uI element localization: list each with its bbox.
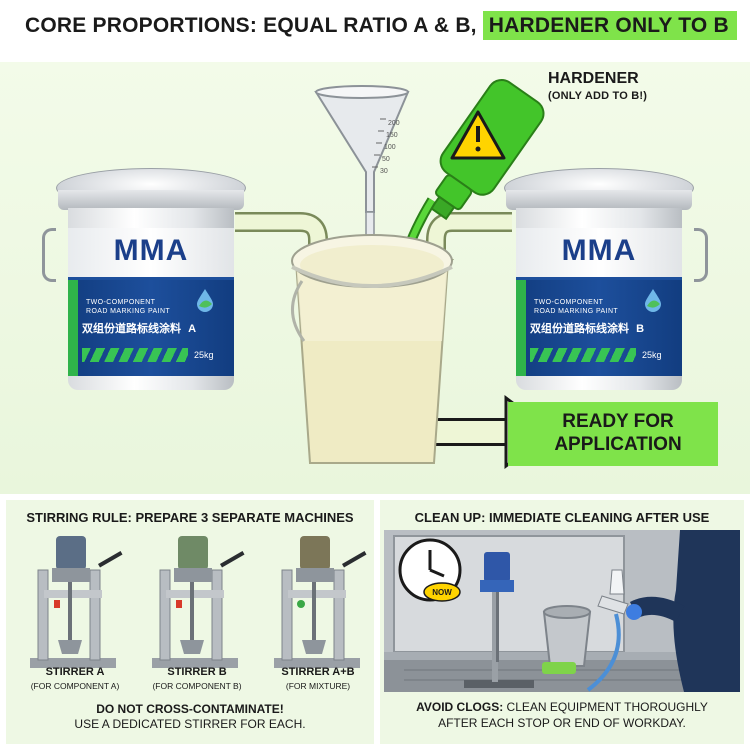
- pail-a-weight: 25kg: [194, 350, 214, 360]
- stirrer-b-name: STIRRER B: [167, 666, 227, 678]
- funnel-scale-150: 150: [386, 132, 398, 139]
- ready-badge: [508, 402, 718, 466]
- header: CORE PROPORTIONS: EQUAL RATIO A & B, HAR…: [0, 0, 750, 62]
- pail-b-label: MMA TWO-COMPONENT ROAD MARKING PAINT 双组份…: [516, 228, 682, 376]
- hardener-title: HARDENER: [548, 70, 639, 87]
- now-badge: NOW: [432, 588, 452, 597]
- pail-b-line3: 双组份道路标线涂料: [530, 323, 629, 335]
- drop-leaf-icon: [197, 289, 213, 312]
- pail-b-weight: 25kg: [642, 350, 662, 360]
- cleanup-title: CLEAN UP: IMMEDIATE CLEANING AFTER USE: [414, 510, 710, 525]
- hardener-bottle-icon: [429, 78, 545, 221]
- stirrer-ab-sub: (FOR MIXTURE): [285, 681, 351, 691]
- stirrer-a-sub: (FOR COMPONENT A): [30, 681, 120, 691]
- pail-b-line1: TWO-COMPONENT: [534, 299, 604, 306]
- stirrer-a-name: STIRRER A: [45, 666, 105, 678]
- pail-a-line3: 双组份道路标线涂料: [82, 323, 181, 335]
- cleanup-note-line2: AFTER EACH STOP OR END OF WORKDAY.: [438, 716, 686, 730]
- funnel-scale-50: 50: [382, 156, 390, 163]
- pail-b-brand: MMA: [561, 234, 637, 267]
- funnel-scale-30: 30: [380, 168, 388, 175]
- pail-a-component: A: [188, 323, 197, 335]
- funnel-scale-200: 200: [388, 120, 400, 127]
- page-title: CORE PROPORTIONS: EQUAL RATIO A & B, HAR…: [25, 11, 737, 40]
- stirring-title: STIRRING RULE: PREPARE 3 SEPARATE MACHIN…: [26, 510, 354, 525]
- stirrer-ab-name: STIRRER A+B: [281, 666, 355, 678]
- pail-b-line2: ROAD MARKING PAINT: [534, 308, 619, 315]
- contamination-warning: DO NOT CROSS-CONTAMINATE!: [96, 702, 284, 716]
- pail-a-label: MMA TWO-COMPONENT ROAD MARKING PAINT 双组份…: [68, 228, 234, 376]
- title-plain: CORE PROPORTIONS: EQUAL RATIO A & B,: [25, 14, 477, 37]
- dedicated-stirrer-note: USE A DEDICATED STIRRER FOR EACH.: [74, 717, 306, 731]
- hardener-subtitle: (ONLY ADD TO B!): [548, 90, 648, 102]
- pail-b-component: B: [636, 323, 645, 335]
- funnel-scale-100: 100: [384, 144, 396, 151]
- pail-a-brand: MMA: [113, 234, 189, 267]
- cleanup-note-line1: AVOID CLOGS: CLEAN EQUIPMENT THOROUGHLY: [416, 700, 708, 714]
- drop-leaf-icon: [645, 289, 661, 312]
- cleaning-photo: NOW: [384, 530, 740, 692]
- stirrer-b-icon: [152, 536, 245, 668]
- stirrer-a-icon: [30, 536, 123, 668]
- pail-a-line2: ROAD MARKING PAINT: [86, 308, 171, 315]
- stirrer-ab-icon: [274, 536, 367, 668]
- title-highlight: HARDENER ONLY TO B: [482, 11, 737, 40]
- stirrer-b-sub: (FOR COMPONENT B): [152, 681, 242, 691]
- mixing-pail: [291, 234, 453, 464]
- pail-a-line1: TWO-COMPONENT: [86, 299, 156, 306]
- ready-label: READY FOR APPLICATION: [554, 411, 682, 455]
